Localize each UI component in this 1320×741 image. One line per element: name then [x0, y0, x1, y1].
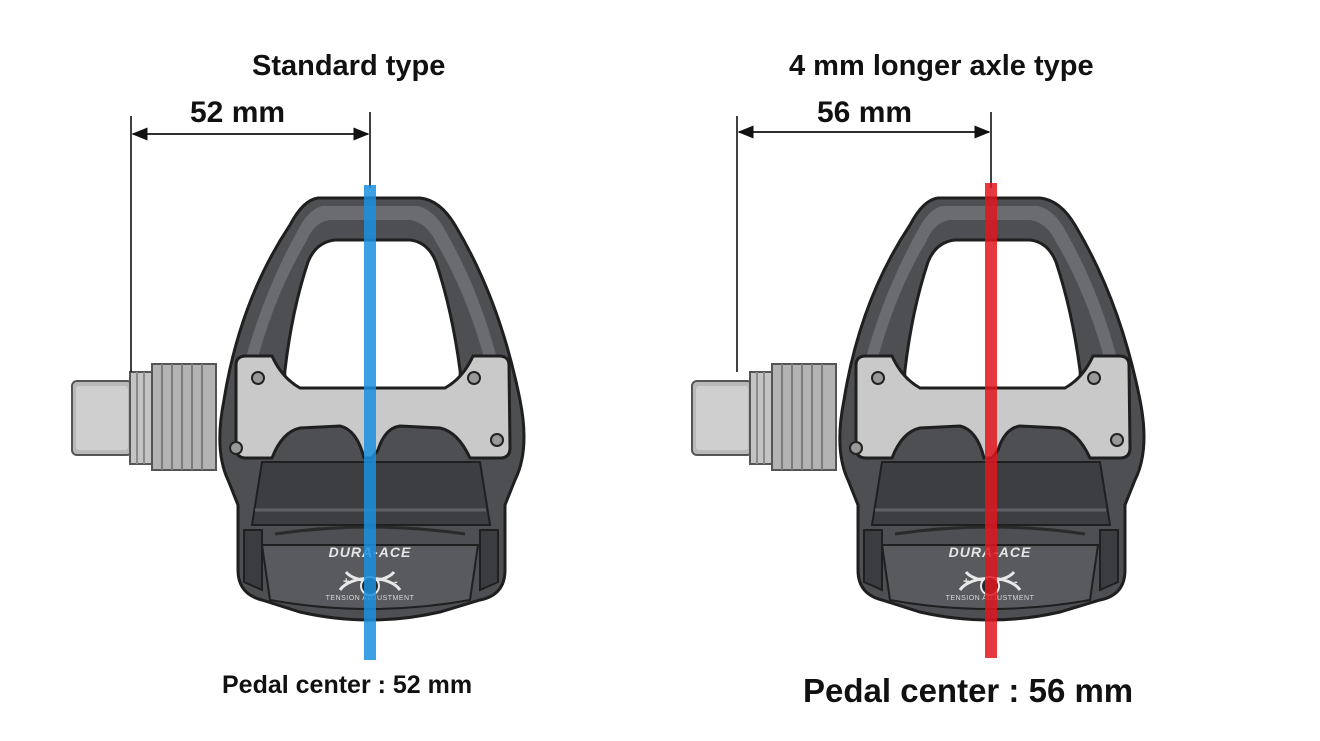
- title-standard-type: Standard type: [252, 50, 446, 82]
- pedal-standard: [70, 196, 526, 622]
- tension-minus-right: -: [1014, 576, 1018, 588]
- pedal-center-line-red: [985, 183, 997, 658]
- tension-minus: -: [394, 576, 398, 588]
- pedal-center-line-blue: [364, 185, 376, 660]
- pedal-longer-axle: [690, 196, 1146, 622]
- dimension-label-longer: 56 mm: [817, 96, 913, 129]
- title-longer-axle-type: 4 mm longer axle type: [789, 50, 1094, 82]
- caption-standard: Pedal center : 52 mm: [222, 671, 473, 699]
- caption-longer: Pedal center : 56 mm: [803, 672, 1134, 709]
- dimension-label-standard: 52 mm: [190, 96, 286, 129]
- tension-plus: +: [343, 576, 349, 588]
- tension-plus-right: +: [963, 576, 969, 588]
